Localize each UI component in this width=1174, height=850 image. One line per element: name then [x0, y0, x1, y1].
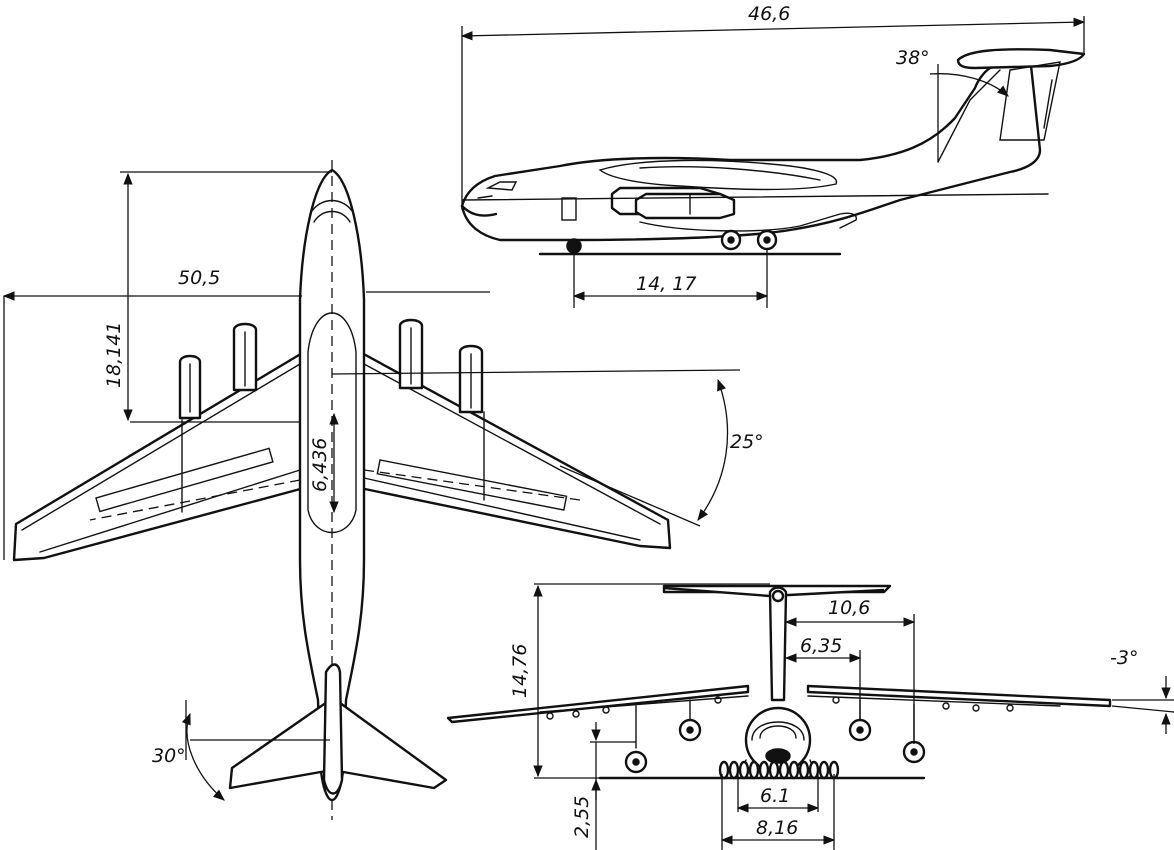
side-engine-2	[634, 192, 736, 220]
dim-length-label: 46,6	[748, 3, 790, 25]
dim-wing-root-offset-label: 18,141	[103, 322, 125, 388]
dim-dihedral-label: -3°	[1110, 647, 1138, 669]
dim-mac-label: 6,436	[309, 438, 331, 492]
front-engine-1	[624, 705, 648, 774]
front-right-wing	[806, 684, 1112, 708]
dim-wheelbase-label: 14, 17	[636, 273, 696, 295]
front-left-wing	[446, 684, 750, 724]
top-left-wing	[12, 350, 306, 562]
dim-track-outer-label: 8,16	[756, 817, 798, 839]
front-engine-2	[678, 699, 702, 742]
side-fuselage	[460, 54, 1042, 242]
dim-ground-clearance-label: 2,55	[571, 796, 593, 838]
dim-wing-sweep-label: 25°	[730, 431, 764, 453]
dim-height-label: 14,76	[509, 644, 531, 698]
front-fin	[768, 586, 788, 702]
dim-fin-sweep-label: 38°	[896, 47, 930, 69]
dim-tail-sweep-label: 30°	[152, 745, 186, 767]
side-view: 46,6 14, 17 38°	[460, 3, 1086, 308]
front-view: 14,76 10,6 6,35 -3° 2,55 6.1 8,16	[446, 583, 1174, 850]
top-view: 50,5 18,141 6,436 25° 30°	[2, 160, 764, 820]
dim-track-inner-label: 6.1	[760, 785, 790, 807]
dim-span-label: 50,5	[178, 267, 220, 289]
dim-inner-engine-spacing-label: 6,35	[800, 635, 842, 657]
dim-outer-engine-spacing-label: 10,6	[828, 597, 870, 619]
side-t-tail	[956, 48, 1086, 70]
